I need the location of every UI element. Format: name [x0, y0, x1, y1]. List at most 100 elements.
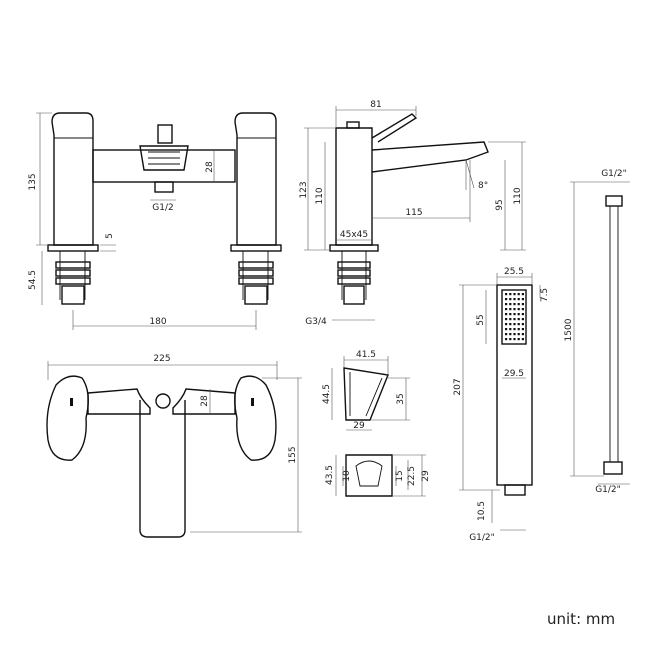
nozzle [513, 303, 516, 306]
dim-29-bracket: 29 [353, 421, 365, 431]
plan-left-body [87, 388, 151, 415]
handset-spray-face [501, 289, 527, 345]
dim-22-5: 22.5 [407, 466, 417, 486]
hose-bottom-nut [603, 461, 623, 475]
dim-45x45: 45x45 [340, 230, 368, 240]
nozzle [509, 293, 512, 296]
right-base-plate [230, 244, 282, 252]
dim-7-5: 7.5 [540, 288, 550, 302]
nozzle [521, 303, 524, 306]
dim-line-110-right [488, 141, 526, 251]
spout-outlet [139, 145, 189, 171]
dim-g12-handset: G1/2" [469, 533, 495, 543]
dim-line-180 [72, 310, 257, 330]
plan-right-body [172, 388, 236, 415]
nozzle [517, 318, 520, 321]
left-base-plate [47, 244, 99, 252]
dim-28-top: 28 [205, 161, 215, 173]
dim-1500: 1500 [564, 318, 574, 341]
side-base-plate [329, 244, 379, 252]
dim-line-207 [459, 284, 500, 491]
nozzle [513, 323, 516, 326]
nozzle [517, 298, 520, 301]
dim-g12-hose-bottom: G1/2" [595, 485, 621, 495]
left-handle-body [51, 112, 94, 246]
side-view: 81 123 110 110 95 115 8° 45x45 G3/4 [299, 100, 526, 327]
dim-line-41-5 [343, 356, 389, 375]
nozzle [513, 313, 516, 316]
nozzle [521, 328, 524, 331]
plan-view: 225 28 155 [46, 354, 302, 538]
dim-10-5: 10.5 [477, 501, 487, 521]
dim-g34: G3/4 [305, 317, 327, 327]
plan-right-handle [234, 375, 277, 461]
dim-110-left: 110 [315, 187, 325, 204]
nozzle [521, 293, 524, 296]
bracket-front-cradle [355, 460, 383, 487]
side-nut [343, 285, 365, 305]
handset-connector [504, 484, 526, 496]
dim-225: 225 [153, 354, 170, 364]
dim-8-degrees: 8° [478, 181, 488, 191]
hose-top-nut [605, 195, 623, 207]
dim-135: 135 [28, 173, 38, 190]
dim-29-small: 29 [421, 470, 431, 482]
outlet-slots [148, 151, 180, 165]
dim-123: 123 [299, 181, 309, 198]
front-view: 135 28 G1/2 5 54.5 180 [28, 112, 282, 330]
side-washer-2 [337, 269, 371, 277]
nozzle [505, 318, 508, 321]
side-washer-3 [337, 277, 371, 285]
nozzle [505, 298, 508, 301]
nozzle [509, 323, 512, 326]
nozzle [513, 293, 516, 296]
nozzle [505, 313, 508, 316]
left-washer-1 [55, 261, 91, 269]
unit-label: unit: mm [547, 610, 615, 628]
dim-54-5: 54.5 [28, 270, 38, 290]
left-washer-3 [55, 277, 91, 285]
nozzle [517, 328, 520, 331]
wall-bracket-side: 41.5 44.5 35 29 [322, 350, 410, 431]
dim-115: 115 [405, 208, 422, 218]
nozzle [513, 333, 516, 336]
nozzle [521, 313, 524, 316]
nozzle [513, 318, 516, 321]
dim-line-25-5 [496, 273, 533, 285]
left-washer-2 [55, 269, 91, 277]
hand-shower: 25.5 7.5 55 29.5 207 10.5 G1/2" [453, 267, 550, 543]
side-diverter [346, 121, 360, 129]
shower-hose: G1/2" 1500 G1/2" [564, 169, 630, 495]
dim-41-5: 41.5 [356, 350, 376, 360]
nozzle [505, 333, 508, 336]
right-washer-1 [238, 261, 274, 269]
nozzle [521, 318, 524, 321]
nozzle [505, 303, 508, 306]
side-body [335, 127, 373, 246]
nozzle [521, 338, 524, 341]
dim-110-right: 110 [513, 187, 523, 204]
diverter-knob [157, 124, 173, 144]
nozzle [505, 293, 508, 296]
nozzle [521, 323, 524, 326]
dim-81: 81 [370, 100, 381, 110]
nozzle [517, 323, 520, 326]
dim-line-155 [190, 377, 302, 533]
dim-line-5 [100, 244, 116, 252]
nozzle [505, 328, 508, 331]
nozzle [517, 333, 520, 336]
dim-10: 10 [342, 470, 352, 482]
plan-spout [139, 400, 186, 538]
plan-left-indicator [70, 398, 73, 406]
hose-body [609, 206, 619, 462]
right-washer-3 [238, 277, 274, 285]
right-handle-body [234, 112, 277, 246]
plan-left-handle [46, 375, 89, 461]
nozzle [509, 298, 512, 301]
nozzle [509, 313, 512, 316]
dim-5: 5 [105, 233, 115, 239]
dim-g12-mixer: G1/2 [152, 203, 173, 213]
dim-15: 15 [395, 470, 405, 481]
dim-29-5: 29.5 [504, 369, 524, 379]
